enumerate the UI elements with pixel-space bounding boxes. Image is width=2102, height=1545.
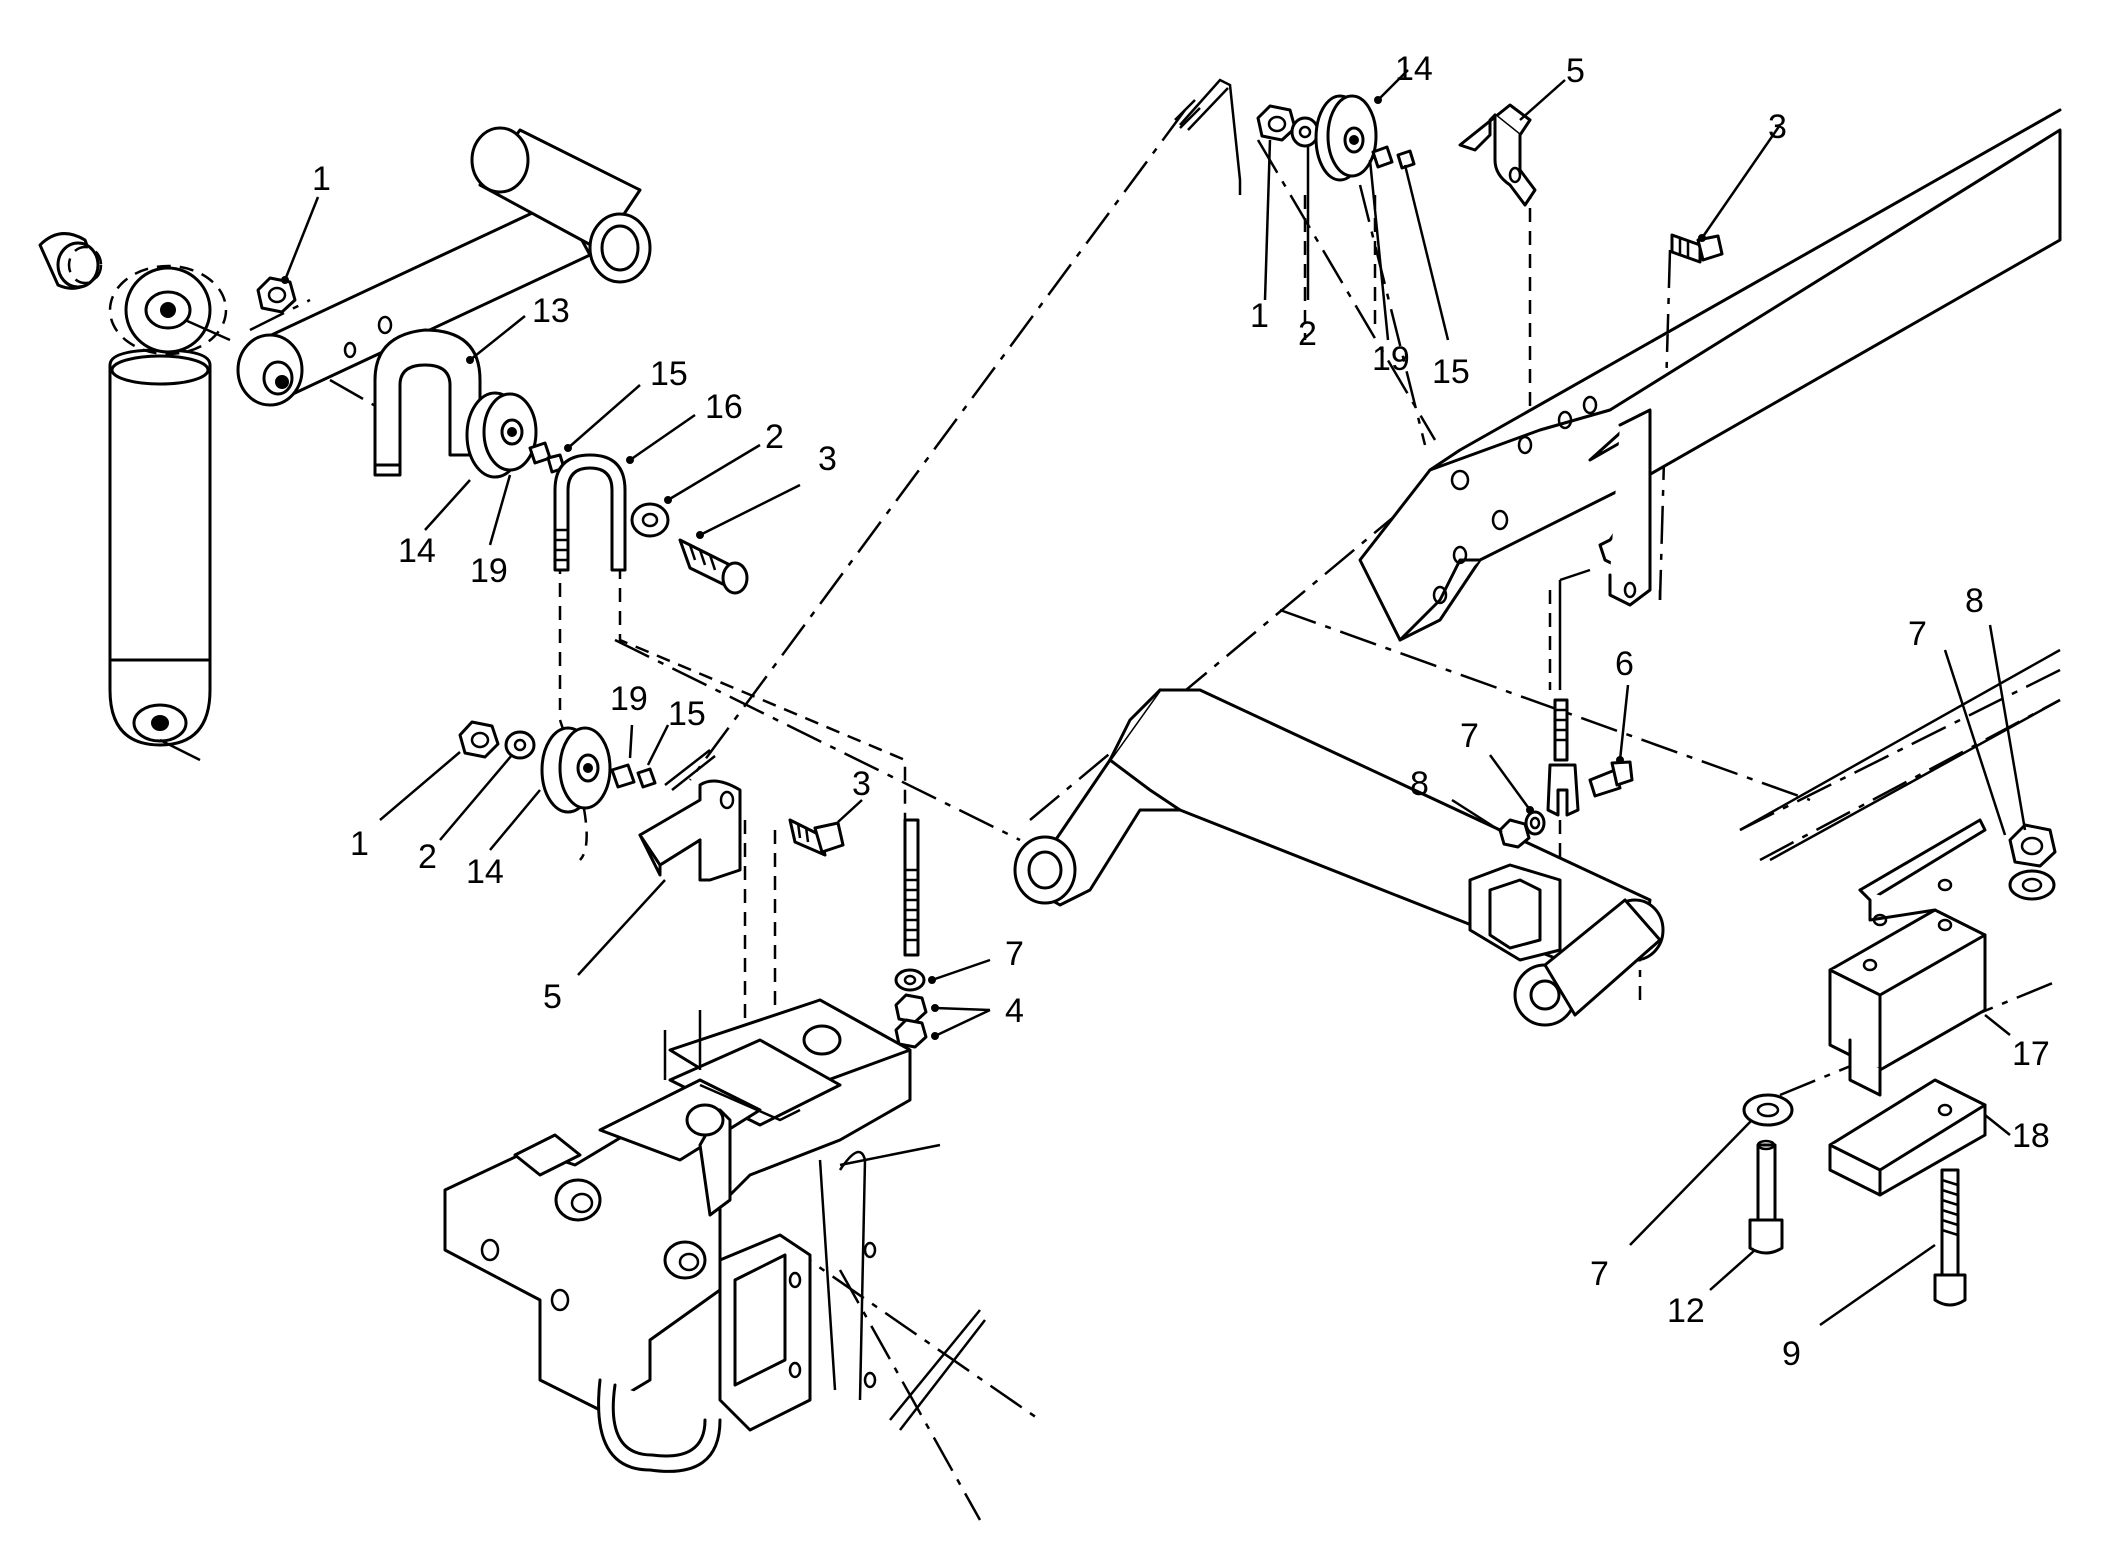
callout-7b: 7 (1460, 717, 1479, 755)
callout-14c: 14 (1395, 50, 1433, 88)
washer-2a (630, 502, 670, 538)
washer-2b (504, 730, 536, 760)
bolt-6 (1588, 760, 1634, 798)
beam-lines-right (1739, 648, 2061, 862)
nut-4b (894, 1018, 928, 1049)
nut-1b (458, 720, 500, 759)
washer-7c (2008, 869, 2056, 901)
cable-top (1174, 78, 1242, 195)
callout-14b: 14 (466, 853, 504, 891)
callout-6: 6 (1615, 645, 1634, 683)
callout-19a: 19 (470, 552, 508, 590)
bolt-3c (1670, 233, 1724, 264)
nut-1a (256, 276, 297, 314)
callout-1c: 1 (1250, 297, 1269, 335)
cable-yoke (1546, 580, 1580, 817)
pulley-14a (465, 391, 538, 479)
callout-4: 4 (1005, 992, 1024, 1030)
leader-lines (283, 69, 2027, 1327)
callout-19b: 19 (610, 680, 648, 718)
nut-1c (1256, 104, 1297, 142)
callout-2c: 2 (1298, 315, 1317, 353)
nut-8b (2008, 823, 2057, 868)
main-frame (443, 998, 986, 1473)
callout-5b: 5 (1566, 52, 1585, 90)
callout-13: 13 (532, 292, 570, 330)
callout-8b: 8 (1965, 582, 1984, 620)
callout-19c: 19 (1372, 340, 1410, 378)
callout-7d: 7 (1590, 1255, 1609, 1293)
callout-12: 12 (1667, 1292, 1705, 1330)
cable-hook-16 (553, 453, 627, 572)
nut-8a (1498, 818, 1531, 849)
callout-7c: 7 (1908, 615, 1927, 653)
spacer-18 (1828, 1078, 1987, 1197)
callout-15b: 15 (668, 695, 706, 733)
bushing-19c (1371, 145, 1416, 170)
bracket-5b (1458, 103, 1537, 207)
callout-7a: 7 (1005, 935, 1024, 973)
main-beam (1358, 108, 2062, 642)
bolt-3b (788, 818, 845, 857)
washer-7b (1524, 810, 1546, 836)
pulley-14c (1314, 94, 1378, 182)
shock-absorber (38, 232, 231, 762)
pulley-14b (540, 726, 612, 814)
callout-2a: 2 (765, 418, 784, 456)
bracket-17 (1828, 818, 1987, 1097)
callout-16: 16 (705, 388, 743, 426)
callout-18: 18 (2012, 1117, 2050, 1155)
callout-14a: 14 (398, 532, 436, 570)
nut-4a (894, 993, 928, 1024)
callout-9: 9 (1782, 1335, 1801, 1373)
callout-3b: 3 (852, 765, 871, 803)
upper-arm (236, 126, 652, 407)
callout-1b: 1 (350, 825, 369, 863)
callout-15a: 15 (650, 355, 688, 393)
cable-end-lower (664, 749, 716, 791)
callout-15c: 15 (1432, 353, 1470, 391)
bushing-19b (610, 763, 657, 789)
bolt-12 (1748, 1139, 1784, 1255)
callout-3a: 3 (818, 440, 837, 478)
cable-guide-13 (373, 328, 482, 477)
callout-labels: 1 13 15 16 2 3 14 19 19 15 1 2 14 5 3 7 … (312, 50, 2050, 1373)
callout-8a: 8 (1410, 765, 1429, 803)
callout-2b: 2 (418, 838, 437, 876)
washer-7d (1742, 1093, 1794, 1127)
callout-17: 17 (2012, 1035, 2050, 1073)
callout-5a: 5 (543, 978, 562, 1016)
callout-3c: 3 (1768, 108, 1787, 146)
threaded-rod (903, 818, 920, 957)
bolt-3a (678, 538, 749, 595)
lower-arm (1013, 688, 1665, 1027)
washer-7a (894, 968, 926, 992)
washer-2c (1290, 116, 1320, 148)
arrowheads (281, 96, 1706, 1040)
callout-1a: 1 (312, 160, 331, 198)
bolt-9 (1933, 1168, 1967, 1307)
bracket-5a (638, 779, 742, 882)
